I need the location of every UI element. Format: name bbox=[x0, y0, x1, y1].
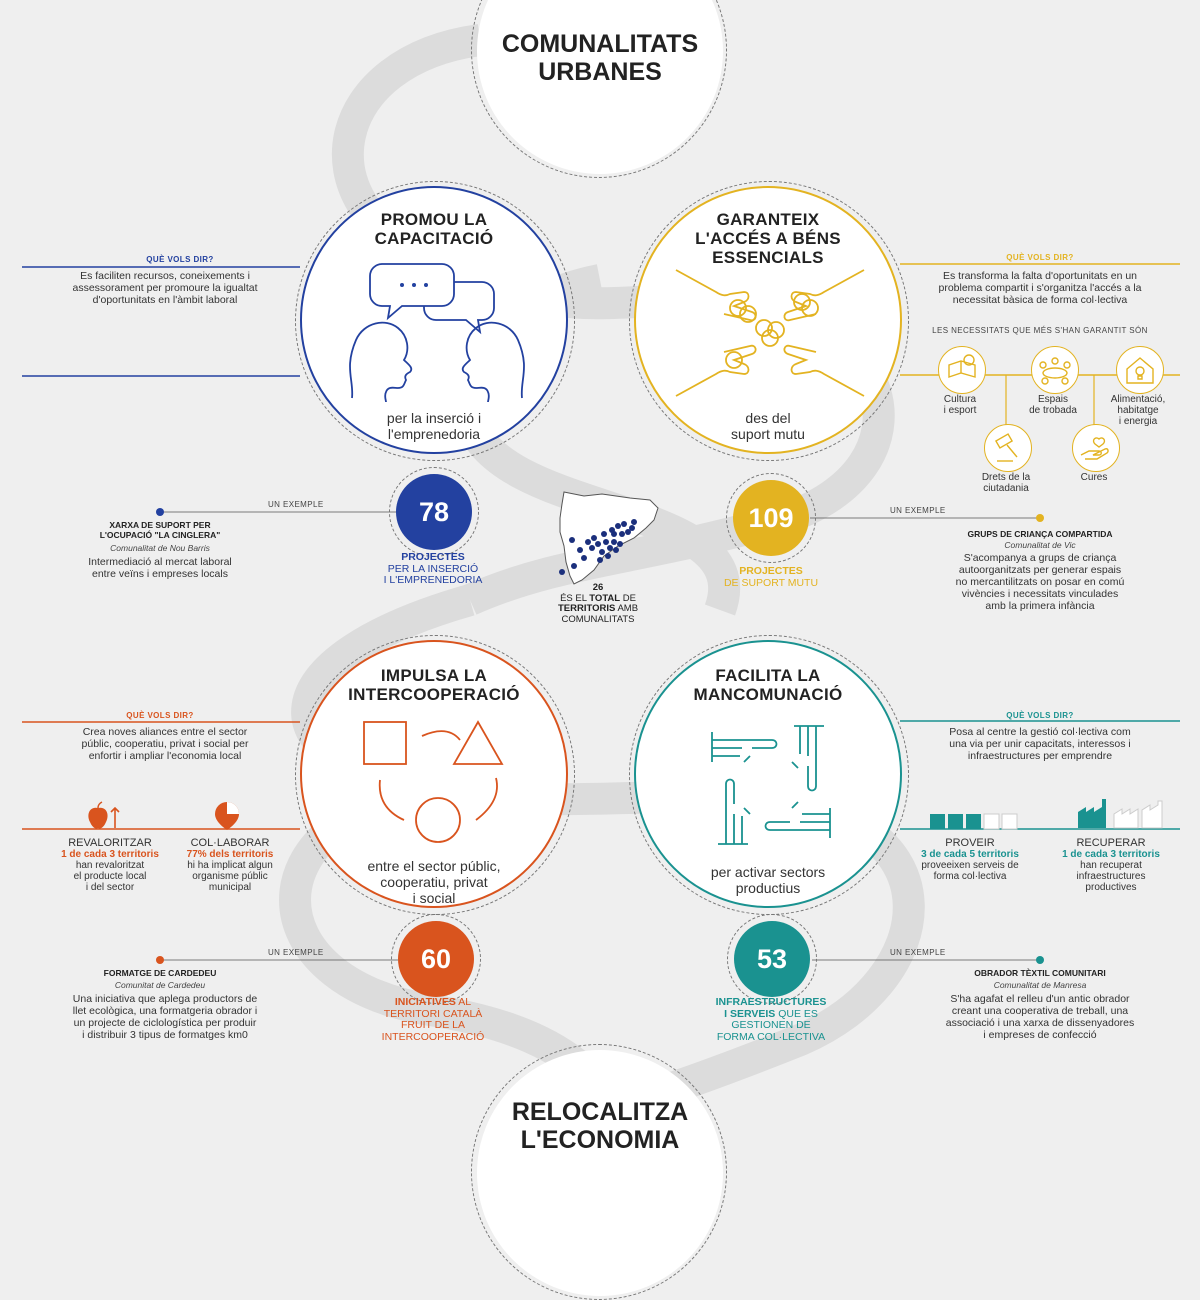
intercoop-example-sub: Comunitat de Cardedeu bbox=[114, 980, 206, 990]
capacitacio-example-label: UN EXEMPLE bbox=[268, 500, 324, 509]
mancom-title-line1: FACILITA LA bbox=[715, 666, 821, 685]
intercoop-circle: IMPULSA LA INTERCOOPERACIÓ entre el sect… bbox=[295, 635, 575, 915]
mancom-sub-line2: productius bbox=[735, 880, 801, 896]
factory-icon bbox=[1078, 799, 1163, 829]
intercoop-sub-line2: cooperatiu, privat bbox=[380, 874, 488, 890]
footer-circle: RELOCALITZA L'ECONOMIA bbox=[471, 1044, 727, 1300]
gavel-icon bbox=[994, 433, 1018, 462]
intercoop-stat1: REVALORITZAR 1 de cada 3 territoris han … bbox=[61, 837, 159, 894]
capacitacio-number-label: PROJECTES PER LA INSERCIÓ I L'EMPRENEDOR… bbox=[383, 551, 483, 586]
intercoop-example-label: UN EXEMPLE bbox=[268, 948, 324, 957]
mancom-number: 53 bbox=[727, 914, 817, 1004]
mancom-stat2: RECUPERAR 1 de cada 3 territoris han rec… bbox=[1062, 837, 1160, 894]
bens-sub-line2: suport mutu bbox=[731, 426, 805, 442]
capacitacio-circle: PROMOU LA CAPACITACIÓ per la inserció i … bbox=[295, 181, 575, 461]
hands-coins-icon bbox=[675, 269, 865, 397]
need-food-house bbox=[1116, 346, 1164, 394]
footer-title-line2: L'ECONOMIA bbox=[520, 1126, 680, 1154]
bens-needs-title: LES NECESSITATS QUE MÉS S'HAN GARANTIT S… bbox=[932, 326, 1148, 335]
mancom-example-sub: Comunalitat de Manresa bbox=[993, 980, 1087, 990]
mancom-circle: FACILITA LA MANCOMUNACIÓ per activar sec… bbox=[629, 635, 909, 915]
header-circle: COMUNALITATS URBANES bbox=[471, 0, 727, 178]
mancom-example-title: OBRADOR TÈXTIL COMUNITARI bbox=[974, 968, 1106, 978]
bens-sub-line1: des del bbox=[745, 410, 791, 426]
header-title-line1: COMUNALITATS bbox=[501, 30, 699, 58]
footer-title-line1: RELOCALITZA bbox=[511, 1098, 689, 1126]
mancom-question: QUÈ VOLS DIR? bbox=[1006, 711, 1074, 720]
capacitacio-title-line1: PROMOU LA bbox=[380, 210, 488, 229]
intercoop-number: 60 bbox=[391, 914, 481, 1004]
mancom-number-label: INFRAESTRUCTURES I SERVEIS QUE ES GESTIO… bbox=[715, 996, 827, 1043]
intercoop-stat2: COL·LABORAR 77% dels territoris hi ha im… bbox=[186, 837, 274, 894]
intercoop-example-title: FORMATGE DE CARDEDEU bbox=[103, 968, 217, 978]
apple-arrow-icon bbox=[88, 801, 120, 829]
capacitacio-example-sub: Comunalitat de Nou Barris bbox=[110, 543, 210, 553]
speech-bubbles-heads-icon bbox=[349, 263, 525, 403]
mancom-example-desc: S'ha agafat el relleu d'un antic obrador… bbox=[945, 993, 1135, 1041]
bens-question: QUÈ VOLS DIR? bbox=[1006, 253, 1074, 262]
bens-number-label: PROJECTES DE SUPORT MUTU bbox=[723, 565, 819, 589]
bens-title-line2: L'ACCÉS A BÉNS bbox=[695, 229, 841, 248]
capacitacio-title-line2: CAPACITACIÓ bbox=[374, 229, 494, 248]
bens-title-line3: ESSENCIALS bbox=[712, 248, 824, 267]
book-ball-icon bbox=[948, 354, 976, 378]
meeting-table-icon bbox=[1039, 357, 1071, 385]
intercoop-title-line1: IMPULSA LA bbox=[380, 666, 488, 685]
bens-desc: Es transforma la falta d'oportunitats en… bbox=[938, 270, 1142, 306]
intercoop-sub-line3: i social bbox=[412, 890, 456, 906]
intercoop-title-line2: INTERCOOPERACIÓ bbox=[348, 685, 520, 704]
capacitacio-sub-line2: l'emprenedoria bbox=[387, 426, 481, 442]
bens-example-sub: Comunalitat de Vic bbox=[1004, 540, 1076, 550]
bens-number: 109 bbox=[726, 473, 816, 563]
linked-hands-icon bbox=[711, 725, 831, 845]
bens-example-label: UN EXEMPLE bbox=[890, 506, 946, 515]
pie-pin-icon bbox=[215, 802, 239, 830]
mancom-example-label: UN EXEMPLE bbox=[890, 948, 946, 957]
mancom-title-line2: MANCOMUNACIÓ bbox=[693, 685, 843, 704]
map-label: 26 ÉS EL TOTAL DE TERRITORIS AMB COMUNAL… bbox=[557, 582, 639, 625]
catalonia-map-icon bbox=[559, 491, 659, 585]
need-care bbox=[1072, 424, 1120, 472]
bens-title-line1: GARANTEIX bbox=[716, 210, 820, 229]
intercoop-question: QUÈ VOLS DIR? bbox=[126, 711, 194, 720]
caring-hand-icon bbox=[1080, 437, 1109, 460]
capacitacio-number: 78 bbox=[389, 467, 479, 557]
need-care-label: Cures bbox=[1080, 472, 1108, 483]
mancom-sub-line1: per activar sectors bbox=[710, 864, 826, 880]
header-title-line2: URBANES bbox=[538, 58, 662, 86]
mancom-desc: Posa al centre la gestió col·lectiva com… bbox=[949, 726, 1131, 762]
need-culture bbox=[938, 346, 986, 394]
capacitacio-sub-line1: per la inserció i bbox=[386, 410, 482, 426]
bens-circle: GARANTEIX L'ACCÉS A BÉNS ESSENCIALS des … bbox=[629, 181, 909, 461]
bens-example-title: GRUPS DE CRIANÇA COMPARTIDA bbox=[967, 529, 1113, 539]
house-bulb-icon bbox=[1126, 357, 1154, 384]
proveir-blocks-icon bbox=[930, 813, 1018, 830]
need-rights bbox=[984, 424, 1032, 472]
shapes-cycle-icon bbox=[363, 720, 504, 843]
mancom-stat1: PROVEIR 3 de cada 5 territoris proveeixe… bbox=[921, 837, 1019, 883]
capacitacio-question: QUÈ VOLS DIR? bbox=[146, 255, 214, 264]
intercoop-sub-line1: entre el sector públic, bbox=[367, 858, 501, 874]
need-meeting bbox=[1031, 346, 1079, 394]
